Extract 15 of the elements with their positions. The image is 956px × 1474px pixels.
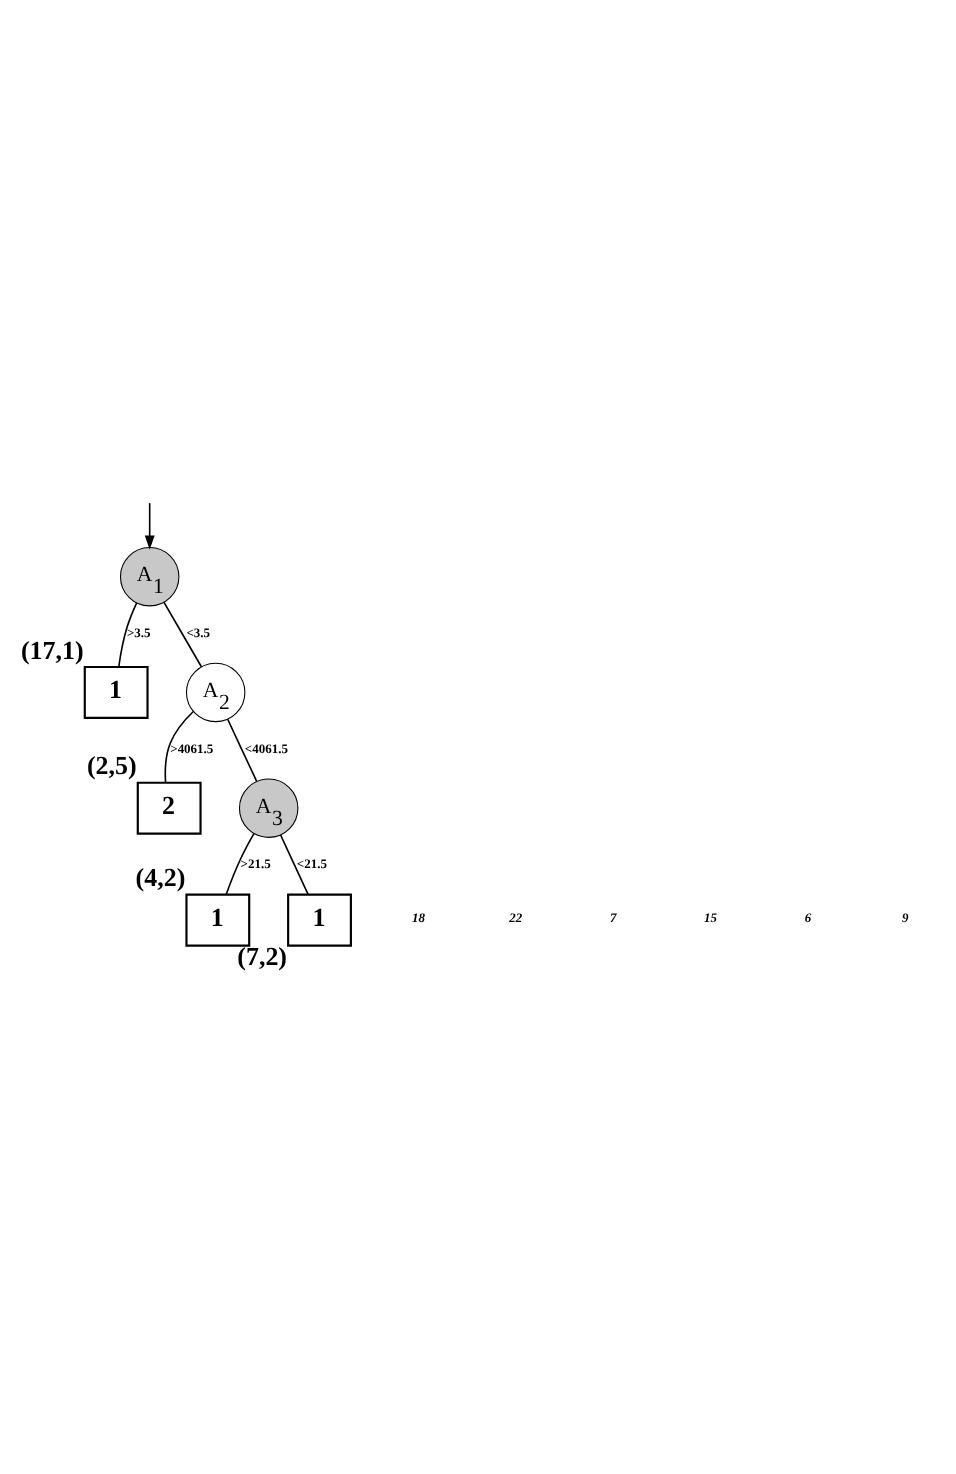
connector <box>118 601 138 667</box>
connector <box>225 831 255 895</box>
connector <box>163 600 203 667</box>
arrow <box>144 501 155 549</box>
node-label: (7,2) <box>237 940 288 971</box>
connector <box>226 717 258 782</box>
node-label: (4,2) <box>135 861 186 892</box>
connector <box>164 709 195 783</box>
node-box: 1 <box>83 664 149 718</box>
node-box: 1 <box>287 892 352 946</box>
connector <box>279 833 309 895</box>
node-label: (2,5) <box>86 749 137 780</box>
node-box: 2 <box>136 780 202 834</box>
node-label: (17,1) <box>20 633 84 664</box>
node-box: 1 <box>185 892 251 946</box>
